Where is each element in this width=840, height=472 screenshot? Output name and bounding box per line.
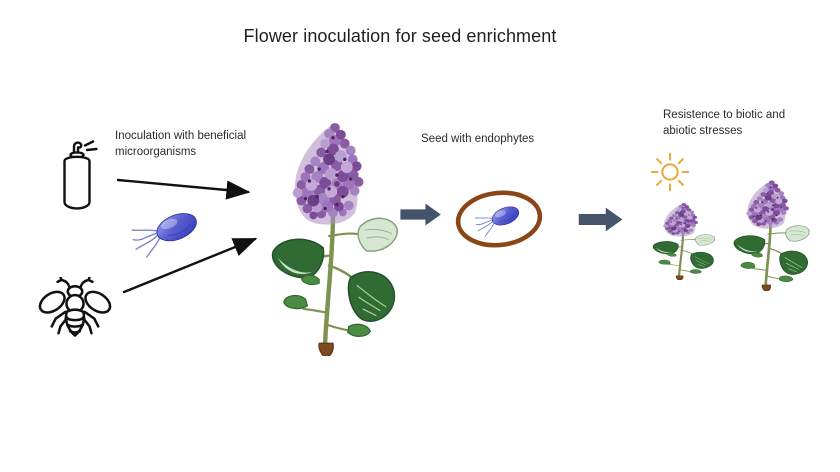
- thin-arrow-bottom: [122, 237, 258, 294]
- sun-icon: [650, 152, 690, 192]
- lilac-plant-small: [649, 202, 717, 280]
- block-arrow-1: [400, 203, 441, 226]
- lilac-plant-large: [262, 120, 404, 356]
- resistance-label: Resistence to biotic and abiotic stresse…: [663, 109, 786, 137]
- diagram-title: Flower inoculation for seed enrichment: [243, 26, 557, 46]
- lilac-plant-medium: [729, 179, 812, 291]
- seed-with-endophytes: [453, 188, 545, 250]
- inoculation-label: Inoculation with beneficial microorganis…: [115, 130, 247, 158]
- inoculation-arrows: [116, 178, 258, 294]
- bee-icon: [36, 277, 114, 339]
- block-arrow-2: [578, 207, 623, 232]
- bacterium-icon: [128, 202, 206, 260]
- thin-arrow-top: [116, 178, 251, 200]
- spray-can-icon: [58, 140, 106, 212]
- seed-label: Seed with endophytes: [421, 133, 535, 145]
